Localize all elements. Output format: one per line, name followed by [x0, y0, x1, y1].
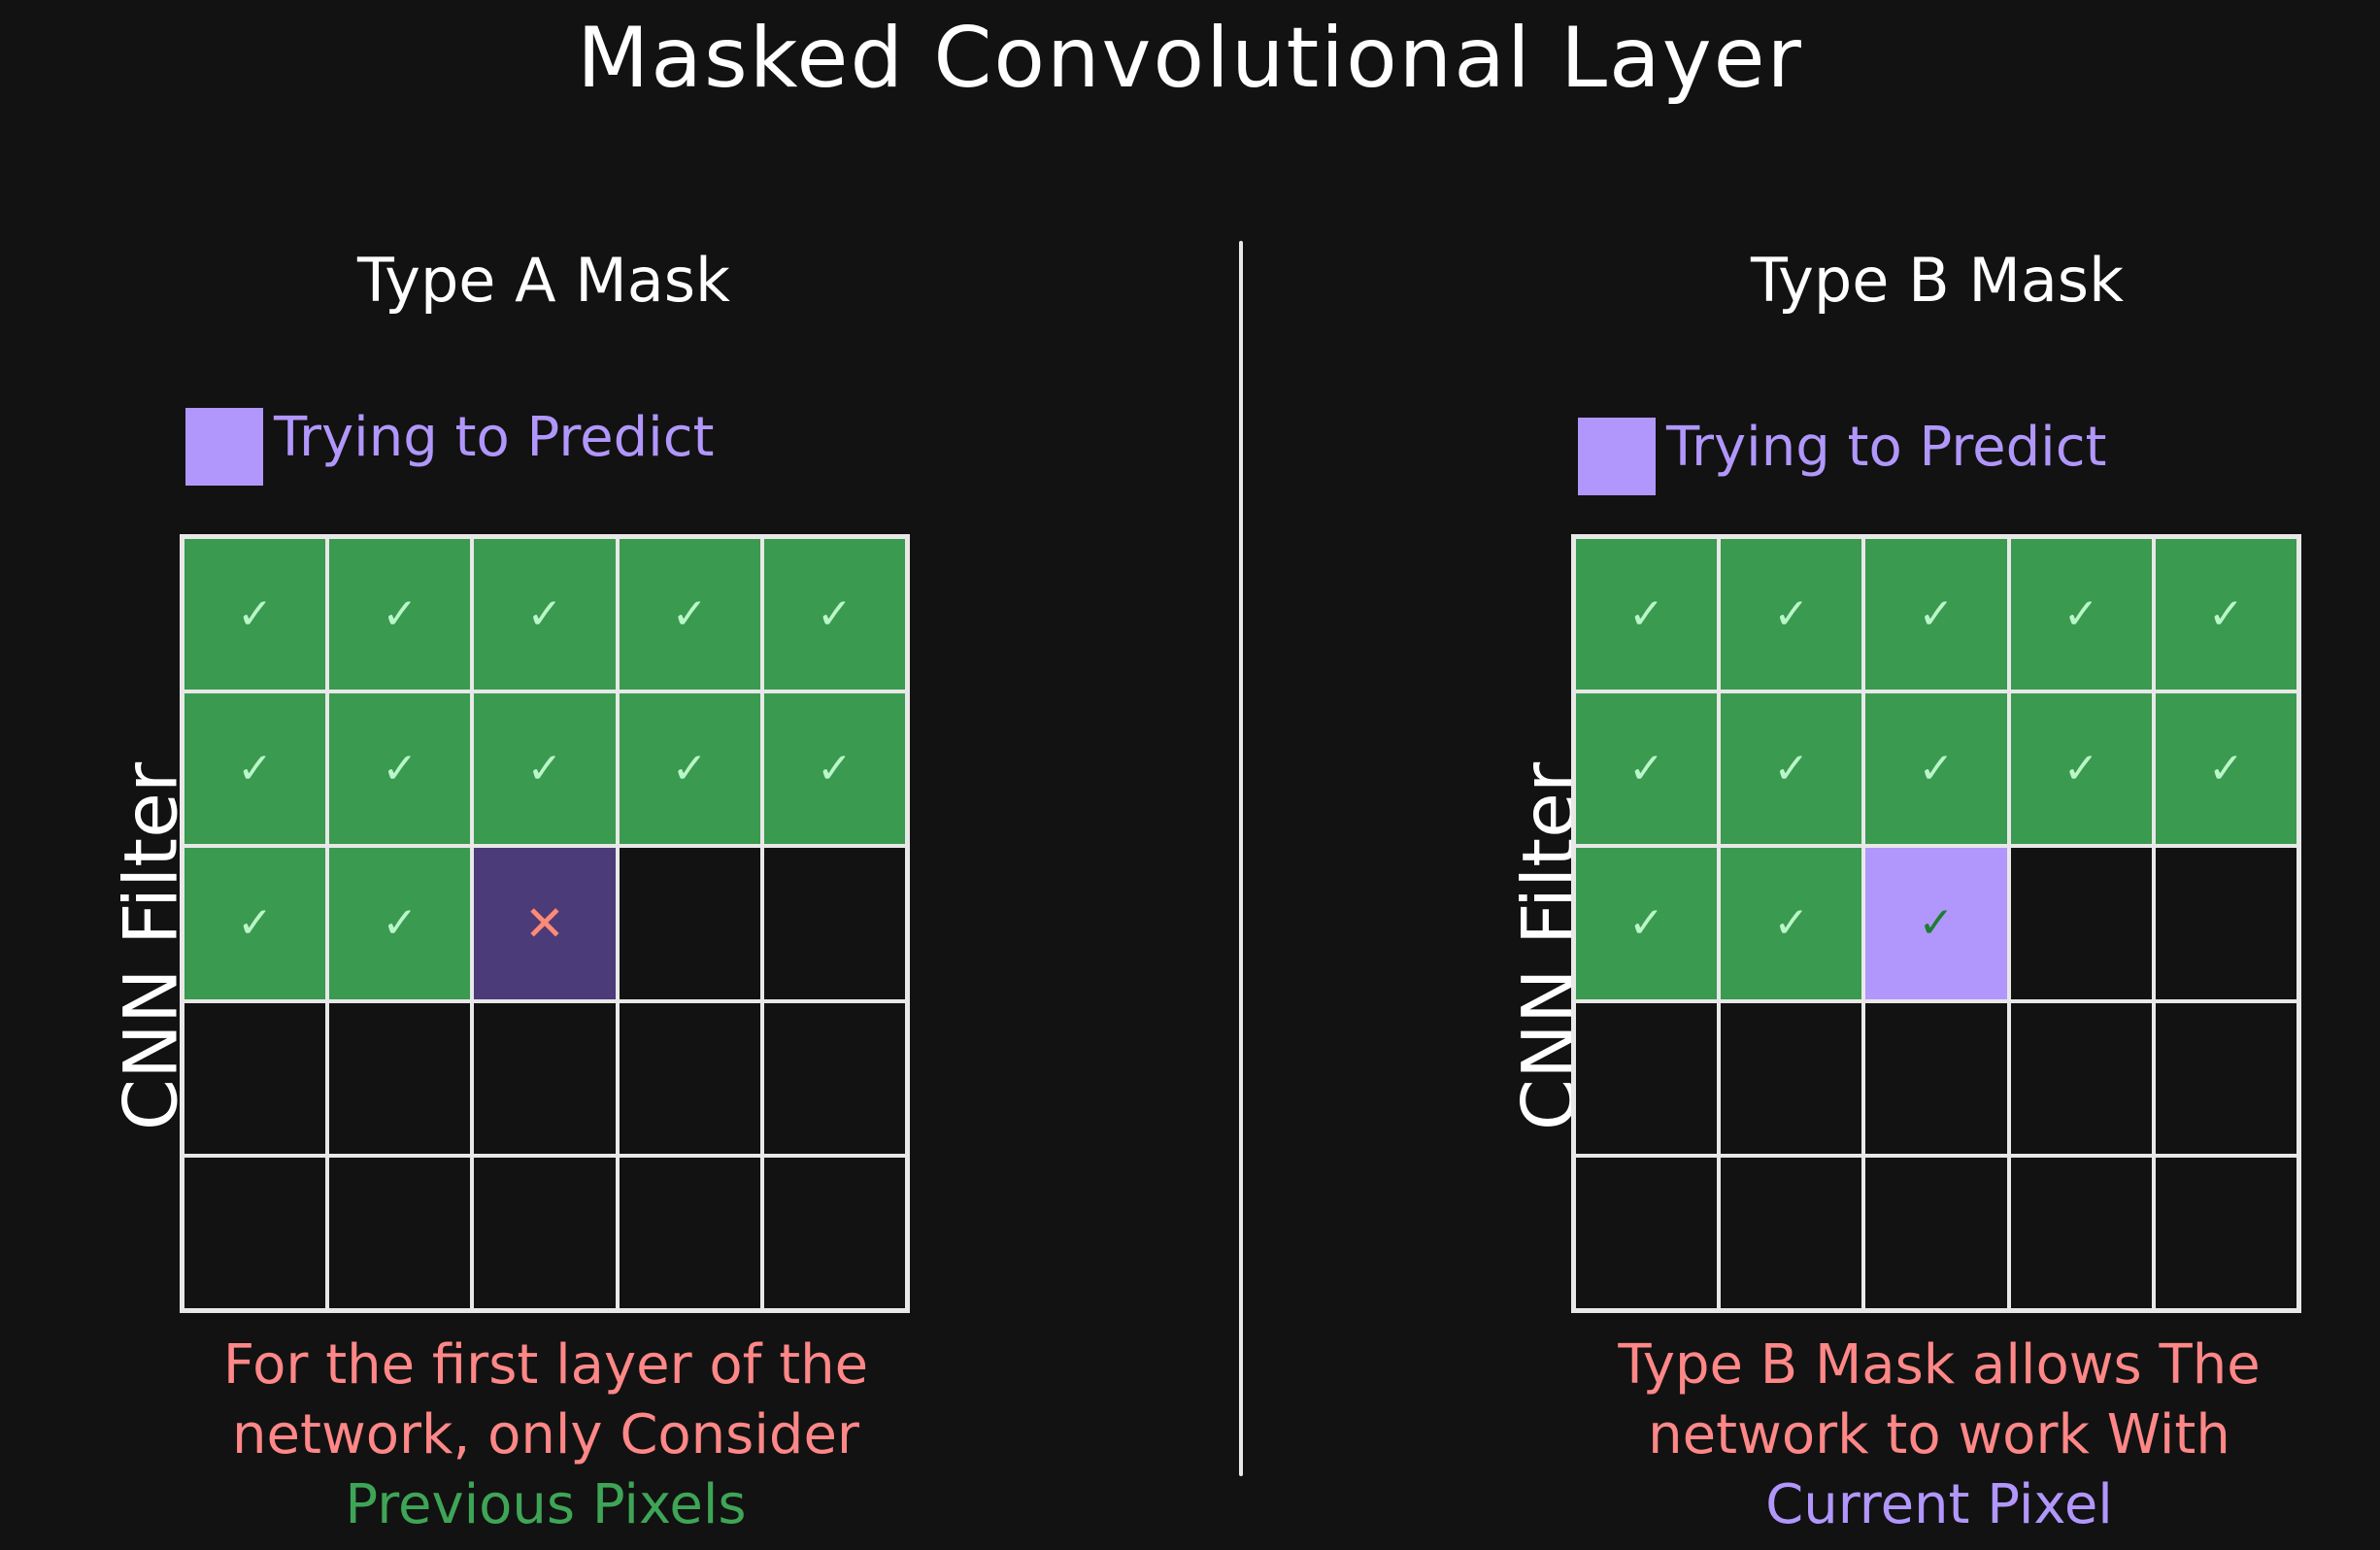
check-icon: ✓: [617, 691, 762, 847]
check-icon: ✓: [327, 846, 473, 1001]
check-icon: ✓: [2008, 691, 2154, 847]
panel-a-legend-text: Trying to Predict: [274, 406, 715, 469]
masked-cell: [2153, 846, 2298, 1001]
masked-cell: [327, 1000, 473, 1156]
panel-b-caption-line1: Type B Mask allows The: [1618, 1333, 2261, 1397]
masked-cell: [2153, 1155, 2298, 1310]
check-icon: ✓: [183, 691, 328, 847]
masked-cell: [183, 1000, 328, 1156]
masked-cell: [761, 1000, 907, 1156]
masked-cell: [472, 1000, 618, 1156]
panel-b-caption-line2: network to work With: [1648, 1403, 2230, 1466]
check-icon: ✓: [2153, 691, 2298, 847]
cross-icon: ✕: [472, 846, 618, 1001]
check-icon: ✓: [1863, 846, 2009, 1001]
panel-a-caption-line1: For the first layer of the: [222, 1333, 869, 1397]
panel-a-filter-grid: ✓✓✓✓✓✓✓✓✓✓✓✓✕: [180, 534, 910, 1313]
check-icon: ✓: [1719, 537, 1864, 692]
check-icon: ✓: [1574, 691, 1720, 847]
check-icon: ✓: [2008, 537, 2154, 692]
check-icon: ✓: [327, 537, 473, 692]
check-icon: ✓: [1719, 846, 1864, 1001]
panel-a-caption-line2: network, only Consider: [232, 1403, 859, 1466]
panel-a-legend-swatch: [185, 408, 263, 486]
panel-b-title: Type B Mask: [1750, 245, 2125, 316]
check-icon: ✓: [327, 691, 473, 847]
masked-cell: [472, 1155, 618, 1310]
masked-cell: [761, 1155, 907, 1310]
masked-cell: [2153, 1000, 2298, 1156]
check-icon: ✓: [472, 691, 618, 847]
panel-a-caption: For the first layer of the network, only…: [148, 1331, 944, 1540]
panel-b-caption: Type B Mask allows The network to work W…: [1541, 1331, 2337, 1540]
masked-cell: [2008, 846, 2154, 1001]
masked-cell: [327, 1155, 473, 1310]
panel-a-caption-line3: Previous Pixels: [345, 1473, 747, 1536]
masked-cell: [1719, 1000, 1864, 1156]
panel-b-legend-swatch: [1578, 418, 1656, 495]
check-icon: ✓: [183, 537, 328, 692]
check-icon: ✓: [183, 846, 328, 1001]
panel-divider: [1239, 241, 1243, 1476]
masked-cell: [761, 846, 907, 1001]
check-icon: ✓: [761, 691, 907, 847]
panel-a-title: Type A Mask: [357, 245, 730, 316]
check-icon: ✓: [617, 537, 762, 692]
check-icon: ✓: [1574, 846, 1720, 1001]
masked-cell: [1574, 1155, 1720, 1310]
masked-cell: [2008, 1000, 2154, 1156]
check-icon: ✓: [1574, 537, 1720, 692]
panel-b-legend-text: Trying to Predict: [1666, 416, 2107, 479]
panel-b-filter-grid: ✓✓✓✓✓✓✓✓✓✓✓✓✓: [1571, 534, 2301, 1313]
check-icon: ✓: [761, 537, 907, 692]
masked-cell: [617, 1155, 762, 1310]
masked-cell: [617, 1000, 762, 1156]
check-icon: ✓: [1863, 537, 2009, 692]
page-title: Masked Convolutional Layer: [577, 10, 1803, 107]
panel-b-caption-line3: Current Pixel: [1765, 1473, 2113, 1536]
masked-cell: [1863, 1000, 2009, 1156]
masked-cell: [1863, 1155, 2009, 1310]
masked-cell: [2008, 1155, 2154, 1310]
check-icon: ✓: [2153, 537, 2298, 692]
masked-cell: [1719, 1155, 1864, 1310]
check-icon: ✓: [1719, 691, 1864, 847]
check-icon: ✓: [1863, 691, 2009, 847]
masked-cell: [1574, 1000, 1720, 1156]
masked-cell: [617, 846, 762, 1001]
masked-cell: [183, 1155, 328, 1310]
check-icon: ✓: [472, 537, 618, 692]
